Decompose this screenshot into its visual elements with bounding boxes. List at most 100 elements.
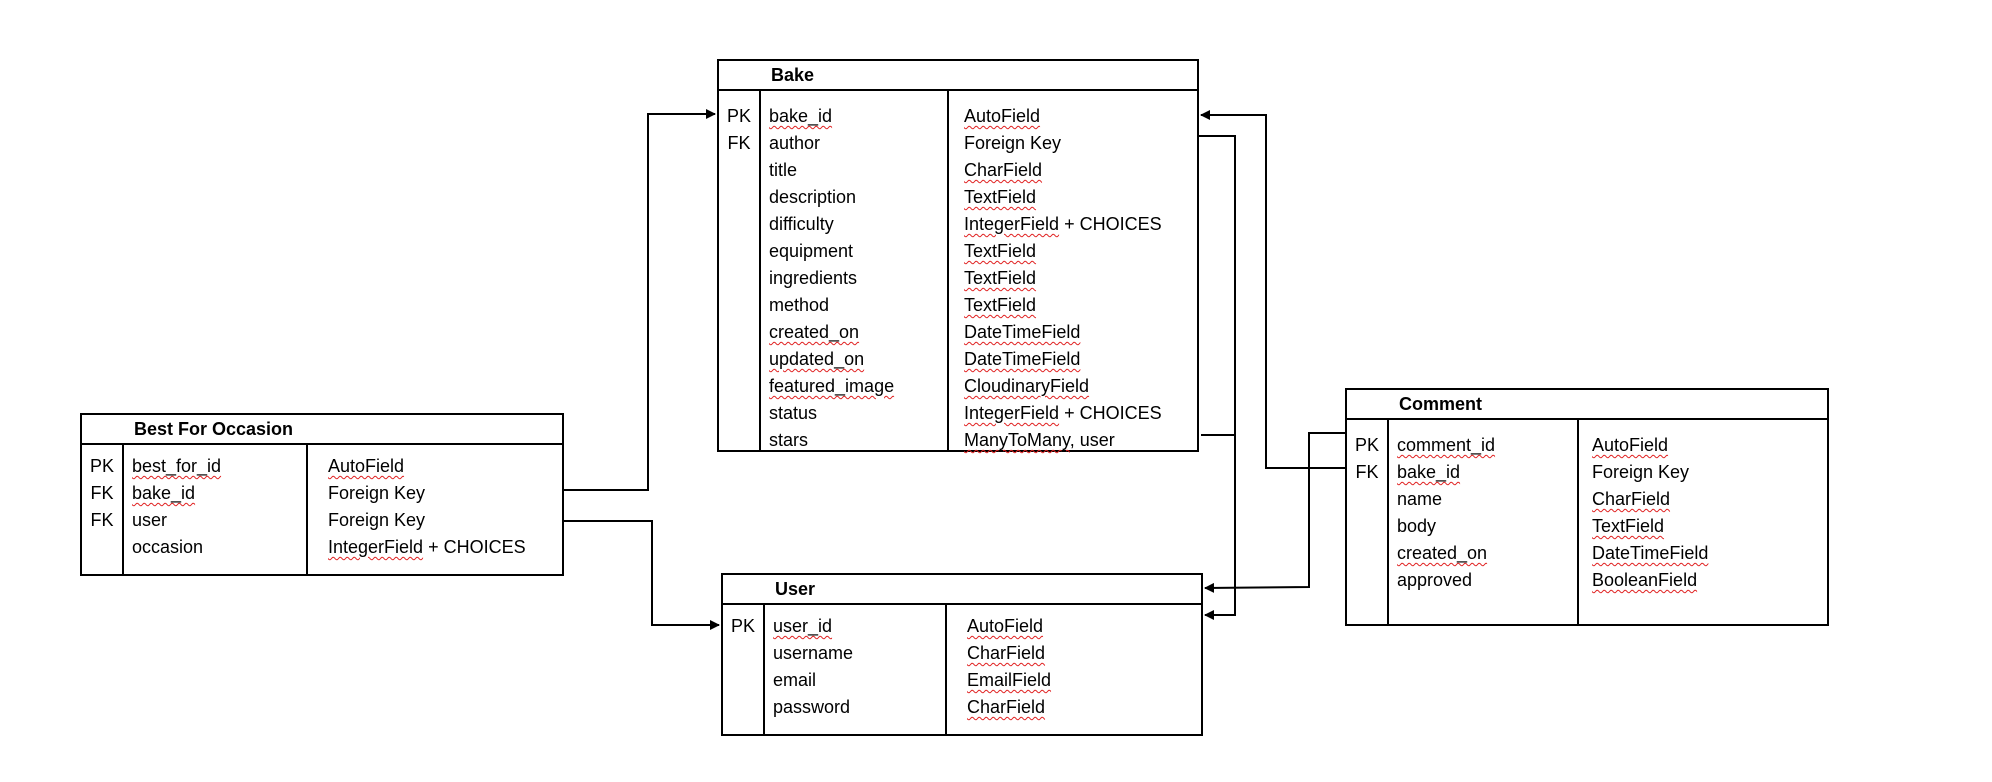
field-type-text: , user bbox=[1069, 430, 1115, 450]
field-name-text: bake_id bbox=[1397, 462, 1461, 482]
bake-field-type: AutoField bbox=[964, 103, 1197, 130]
field-type-text: + CHOICES bbox=[1059, 214, 1162, 234]
comment-field-name: bake_id bbox=[1397, 459, 1577, 486]
field-type-text: TextField bbox=[1592, 516, 1665, 536]
bake-field-name: created_on bbox=[769, 319, 947, 346]
best-for-occasion-field-type: AutoField bbox=[328, 453, 562, 480]
bake-field-type: DateTimeField bbox=[964, 319, 1197, 346]
field-name-text: username bbox=[773, 643, 854, 663]
user-field-type: CharField bbox=[967, 640, 1201, 667]
field-name-text: featured_image bbox=[769, 376, 895, 396]
user-field-type: CharField bbox=[967, 694, 1201, 721]
field-type-text: DateTimeField bbox=[964, 349, 1081, 369]
field-type-text: EmailField bbox=[967, 670, 1052, 690]
best-for-occasion-field-type: IntegerField + CHOICES bbox=[328, 534, 562, 561]
best-for-occasion-field-name: occasion bbox=[132, 534, 306, 561]
user-table-title: User bbox=[723, 575, 1201, 605]
field-type-text: IntegerField bbox=[328, 537, 424, 557]
comment-key-cell: PK bbox=[1354, 435, 1379, 455]
field-name-text: bake_id bbox=[769, 106, 833, 126]
best-for-occasion-key-cell: FK bbox=[90, 510, 114, 530]
best-for-occasion-key-cell: PK bbox=[89, 456, 114, 476]
bake-field-name: bake_id bbox=[769, 103, 947, 130]
field-name-text: status bbox=[769, 403, 818, 423]
best-for-occasion-field-name: best_for_id bbox=[132, 453, 306, 480]
field-name-text: user_id bbox=[773, 616, 833, 636]
best-for-occasion-field-name: user bbox=[132, 507, 306, 534]
connector-occasion-user bbox=[564, 520, 720, 630]
field-type-text: AutoField bbox=[328, 456, 405, 476]
bake-field-type: TextField bbox=[964, 184, 1197, 211]
field-type-text: Foreign Key bbox=[328, 483, 426, 503]
bake-field-type: Foreign Key bbox=[964, 130, 1197, 157]
bake-field-type: TextField bbox=[964, 265, 1197, 292]
bake-field-type: TextField bbox=[964, 292, 1197, 319]
connector-comment-bake bbox=[1200, 110, 1345, 469]
field-name-text: comment_id bbox=[1397, 435, 1496, 455]
bake-field-type: IntegerField + CHOICES bbox=[964, 400, 1197, 427]
field-type-text: AutoField bbox=[1592, 435, 1669, 455]
bake-key-cell: FK bbox=[727, 133, 751, 153]
comment-field-name: name bbox=[1397, 486, 1577, 513]
bake-field-type: TextField bbox=[964, 238, 1197, 265]
field-type-text: CloudinaryField bbox=[964, 376, 1090, 396]
comment-table-title: Comment bbox=[1347, 390, 1827, 420]
user-key-column: PK bbox=[723, 605, 765, 734]
field-name-text: occasion bbox=[132, 537, 204, 557]
field-type-text: CharField bbox=[967, 643, 1046, 663]
field-type-text: TextField bbox=[964, 187, 1037, 207]
user-key-cell: PK bbox=[730, 616, 755, 636]
bake-field-name: status bbox=[769, 400, 947, 427]
comment-field-type: Foreign Key bbox=[1592, 459, 1827, 486]
bake-field-type: CloudinaryField bbox=[964, 373, 1197, 400]
field-type-text: + CHOICES bbox=[1059, 403, 1162, 423]
field-name-text: created_on bbox=[1397, 543, 1488, 563]
connector-comment-user bbox=[1204, 432, 1345, 593]
bake-field-type: DateTimeField bbox=[964, 346, 1197, 373]
field-type-text: AutoField bbox=[967, 616, 1044, 636]
bake-key-cell: PK bbox=[726, 106, 751, 126]
field-name-text: updated_on bbox=[769, 349, 865, 369]
comment-field-type: AutoField bbox=[1592, 432, 1827, 459]
bake-field-name: method bbox=[769, 292, 947, 319]
comment-field-type: BooleanField bbox=[1592, 567, 1827, 594]
field-name-text: method bbox=[769, 295, 830, 315]
field-type-text: TextField bbox=[964, 295, 1037, 315]
field-name-text: best_for_id bbox=[132, 456, 222, 476]
field-name-text: title bbox=[769, 160, 798, 180]
connector-occasion-bake bbox=[564, 109, 716, 491]
field-name-text: author bbox=[769, 133, 821, 153]
field-type-text: IntegerField bbox=[964, 403, 1060, 423]
field-type-text: Foreign Key bbox=[964, 133, 1062, 153]
field-name-text: equipment bbox=[769, 241, 854, 261]
field-type-text: TextField bbox=[964, 241, 1037, 261]
comment-field-type: CharField bbox=[1592, 486, 1827, 513]
field-name-text: ingredients bbox=[769, 268, 858, 288]
user-field-name: password bbox=[773, 694, 945, 721]
comment-field-name: body bbox=[1397, 513, 1577, 540]
field-name-text: description bbox=[769, 187, 857, 207]
bake-field-name: updated_on bbox=[769, 346, 947, 373]
field-type-text: AutoField bbox=[964, 106, 1041, 126]
bake-key-column: PK FK bbox=[719, 91, 761, 450]
field-name-text: difficulty bbox=[769, 214, 834, 234]
user-field-name: user_id bbox=[773, 613, 945, 640]
best-for-occasion-field-name: bake_id bbox=[132, 480, 306, 507]
best-for-occasion-field-type: Foreign Key bbox=[328, 480, 562, 507]
bake-field-type: ManyToMany, user bbox=[964, 427, 1197, 454]
comment-field-name: created_on bbox=[1397, 540, 1577, 567]
field-name-text: password bbox=[773, 697, 851, 717]
field-type-text: CharField bbox=[1592, 489, 1671, 509]
comment-field-type: DateTimeField bbox=[1592, 540, 1827, 567]
field-type-text: Foreign Key bbox=[328, 510, 426, 530]
bake-field-name: difficulty bbox=[769, 211, 947, 238]
